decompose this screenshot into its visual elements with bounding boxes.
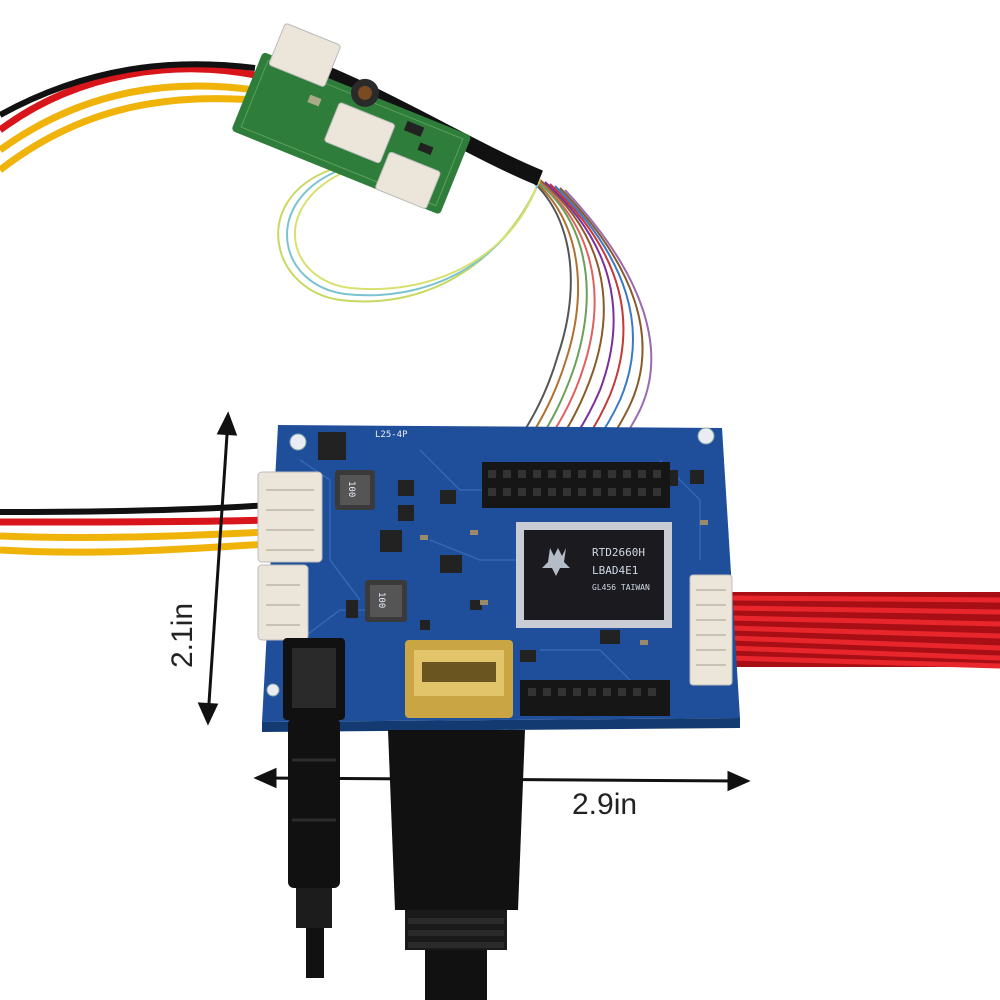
rtd2660h-chip: RTD2660H LBAD4E1 GL456 TAIWAN [516,522,672,628]
dc-power-jack [283,638,345,720]
signal-wire-bundle [277,169,653,471]
mounting-hole [266,683,280,697]
left-connectors [257,471,323,641]
chip-line-3: GL456 TAIWAN [592,583,650,592]
inverter-power-wires [0,61,256,173]
width-dimension-arrow [253,767,751,792]
inverter-connector-b [375,151,441,209]
header-silkscreen: L25-4P [375,430,408,440]
svg-text:100: 100 [346,481,356,497]
svg-text:100: 100 [376,592,386,608]
mounting-hole [697,427,715,445]
realtek-logo-icon [542,548,570,576]
lvds-ribbon-cable [729,592,1000,669]
mounting-hole [289,433,307,451]
top-pin-header [482,462,670,508]
inverter-input-connector [268,23,341,87]
backlight-connector [257,471,323,563]
keypad-connector [257,564,309,641]
backlight-wires [0,502,269,556]
chip-line-1: RTD2660H [592,546,645,559]
inverter-connector-a [324,102,395,164]
hdmi-port [405,640,513,718]
height-dimension-label: 2.1in [166,602,199,668]
width-dimension-label: 2.9in [572,788,638,821]
dc-power-cable [288,718,340,978]
bottom-pin-header [520,680,670,716]
smd-components [346,470,704,662]
inductor-bottom: 100 [365,580,407,622]
lvds-connector [689,574,733,686]
inverter-board [232,23,471,214]
chip-line-2: LBAD4E1 [592,564,638,577]
hdmi-cable [388,730,525,1000]
controller-board: L25-4P 100 100 [257,425,740,732]
inductor-top: 100 [335,470,375,510]
small-header [318,432,346,460]
chip-body [524,530,664,620]
height-dimension-arrow [197,411,238,726]
